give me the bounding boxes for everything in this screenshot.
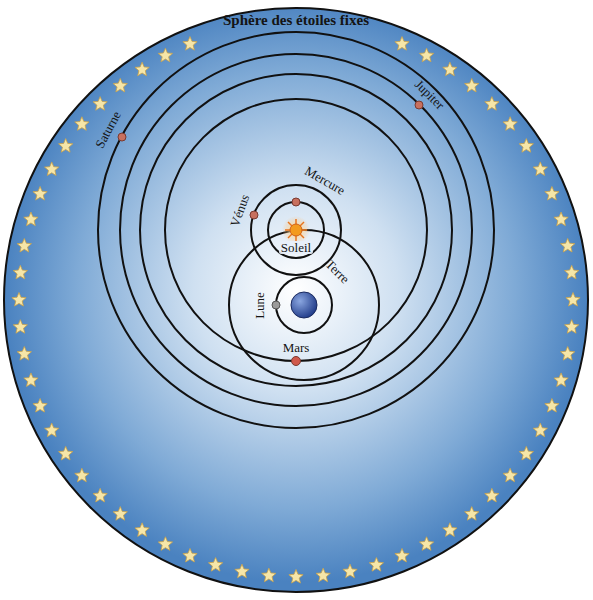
stars bbox=[12, 37, 580, 583]
star bbox=[235, 564, 249, 578]
star bbox=[75, 117, 89, 131]
orbit-saturn bbox=[98, 32, 494, 428]
star bbox=[113, 507, 127, 521]
star bbox=[369, 558, 383, 572]
orbits bbox=[98, 32, 494, 428]
star bbox=[158, 48, 172, 62]
star bbox=[533, 162, 547, 176]
star bbox=[485, 488, 499, 502]
star bbox=[533, 423, 547, 437]
planets bbox=[118, 101, 423, 366]
star bbox=[566, 293, 580, 307]
star bbox=[545, 186, 559, 200]
orbit bbox=[140, 74, 452, 386]
star bbox=[465, 78, 479, 92]
star bbox=[419, 537, 433, 551]
star bbox=[33, 186, 47, 200]
star bbox=[465, 507, 479, 521]
star bbox=[158, 537, 172, 551]
moon-label: Lune bbox=[253, 292, 266, 319]
saturn-dot bbox=[118, 133, 126, 141]
star bbox=[208, 558, 222, 572]
star bbox=[395, 37, 409, 51]
star bbox=[17, 347, 31, 361]
star bbox=[24, 373, 38, 387]
star bbox=[262, 568, 276, 582]
star bbox=[93, 488, 107, 502]
orbit-moon bbox=[276, 277, 332, 333]
star bbox=[519, 446, 533, 460]
star bbox=[395, 548, 409, 562]
star bbox=[75, 468, 89, 482]
moon-dot bbox=[272, 301, 280, 309]
sun-disc bbox=[290, 224, 302, 236]
star bbox=[554, 212, 568, 226]
mercury-dot bbox=[292, 198, 300, 206]
star bbox=[24, 212, 38, 226]
star bbox=[183, 548, 197, 562]
orbit-jupiter bbox=[120, 54, 472, 406]
star bbox=[59, 446, 73, 460]
star bbox=[12, 293, 26, 307]
star bbox=[113, 78, 127, 92]
star bbox=[519, 139, 533, 153]
star bbox=[13, 320, 27, 334]
star bbox=[485, 97, 499, 111]
star bbox=[45, 162, 59, 176]
star bbox=[419, 48, 433, 62]
star bbox=[561, 347, 575, 361]
planet-label: Mars bbox=[283, 341, 310, 354]
star bbox=[545, 399, 559, 413]
orbit-sun bbox=[229, 230, 379, 380]
star bbox=[561, 238, 575, 252]
star bbox=[503, 117, 517, 131]
star bbox=[135, 523, 149, 537]
sphere-title: Sphère des étoiles fixes bbox=[223, 13, 369, 28]
star bbox=[343, 564, 357, 578]
star bbox=[565, 265, 579, 279]
star bbox=[443, 62, 457, 76]
star bbox=[443, 523, 457, 537]
orbit-mars bbox=[165, 99, 427, 361]
star bbox=[316, 568, 330, 582]
star bbox=[135, 62, 149, 76]
star bbox=[33, 399, 47, 413]
earth bbox=[291, 292, 317, 318]
star bbox=[183, 37, 197, 51]
jupiter-dot bbox=[415, 101, 423, 109]
star bbox=[554, 373, 568, 387]
star bbox=[13, 265, 27, 279]
sphere-of-fixed-stars bbox=[4, 8, 588, 592]
star bbox=[45, 423, 59, 437]
venus-dot bbox=[250, 211, 258, 219]
sun-label: Soleil bbox=[279, 241, 313, 254]
star bbox=[17, 238, 31, 252]
mars-dot bbox=[292, 357, 301, 366]
star bbox=[503, 468, 517, 482]
star bbox=[565, 320, 579, 334]
sun-rays bbox=[285, 219, 307, 241]
star bbox=[93, 97, 107, 111]
star bbox=[59, 139, 73, 153]
star bbox=[289, 570, 303, 584]
